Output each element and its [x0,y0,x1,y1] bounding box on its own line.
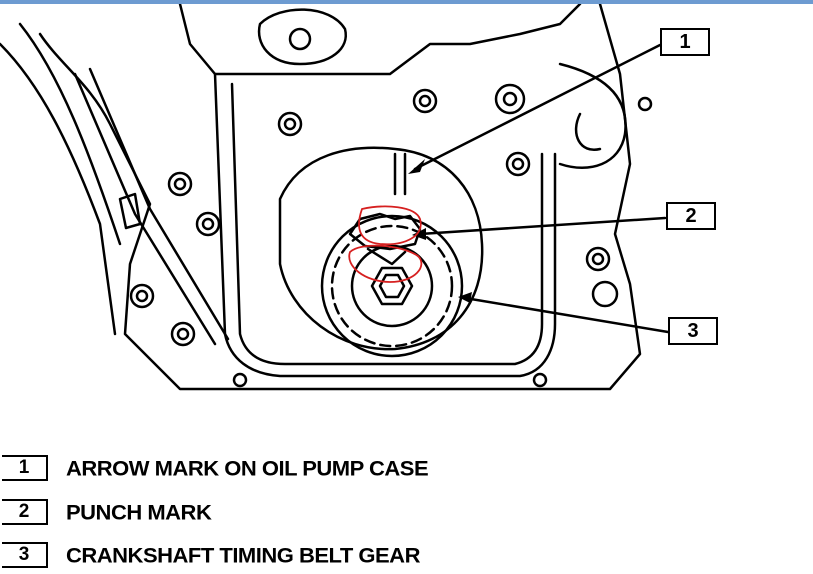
callout-2: 2 [666,202,716,230]
engine-diagram [0,4,670,391]
legend-number-1: 1 [2,455,48,481]
oil-pump-case [278,146,484,351]
block-left-edge-inner [18,22,122,246]
leader-line-3 [463,296,670,334]
engine-block-outline [38,4,642,391]
timing-belt-gear [320,214,464,358]
window-top-border [0,0,813,4]
legend-text-2: PUNCH MARK [66,500,212,525]
leader-line-2 [418,216,667,236]
callout-1: 1 [660,28,710,56]
legend-row-2: 2 PUNCH MARK [0,499,813,531]
top-housing [178,4,582,76]
red-circle-gear-mark [348,244,423,283]
callout-3: 3 [668,317,718,345]
leader-line-1 [413,43,662,171]
upper-boss [257,8,348,66]
crank-bolt-hex [370,266,414,306]
legend-number-2: 2 [2,499,48,525]
legend-text-3: CRANKSHAFT TIMING BELT GEAR [66,543,420,568]
cover-gasket-line [213,72,557,378]
dipstick-tube [73,72,217,346]
block-left-edge [0,42,117,336]
bolt-heads [129,88,619,388]
legend-text-1: ARROW MARK ON OIL PUMP CASE [66,456,429,481]
legend-row-3: 3 CRANKSHAFT TIMING BELT GEAR [0,542,813,574]
legend-number-3: 3 [2,542,48,568]
legend-row-1: 1 ARROW MARK ON OIL PUMP CASE [0,455,813,487]
right-cover [558,62,627,169]
red-circle-punch-mark [358,205,422,246]
